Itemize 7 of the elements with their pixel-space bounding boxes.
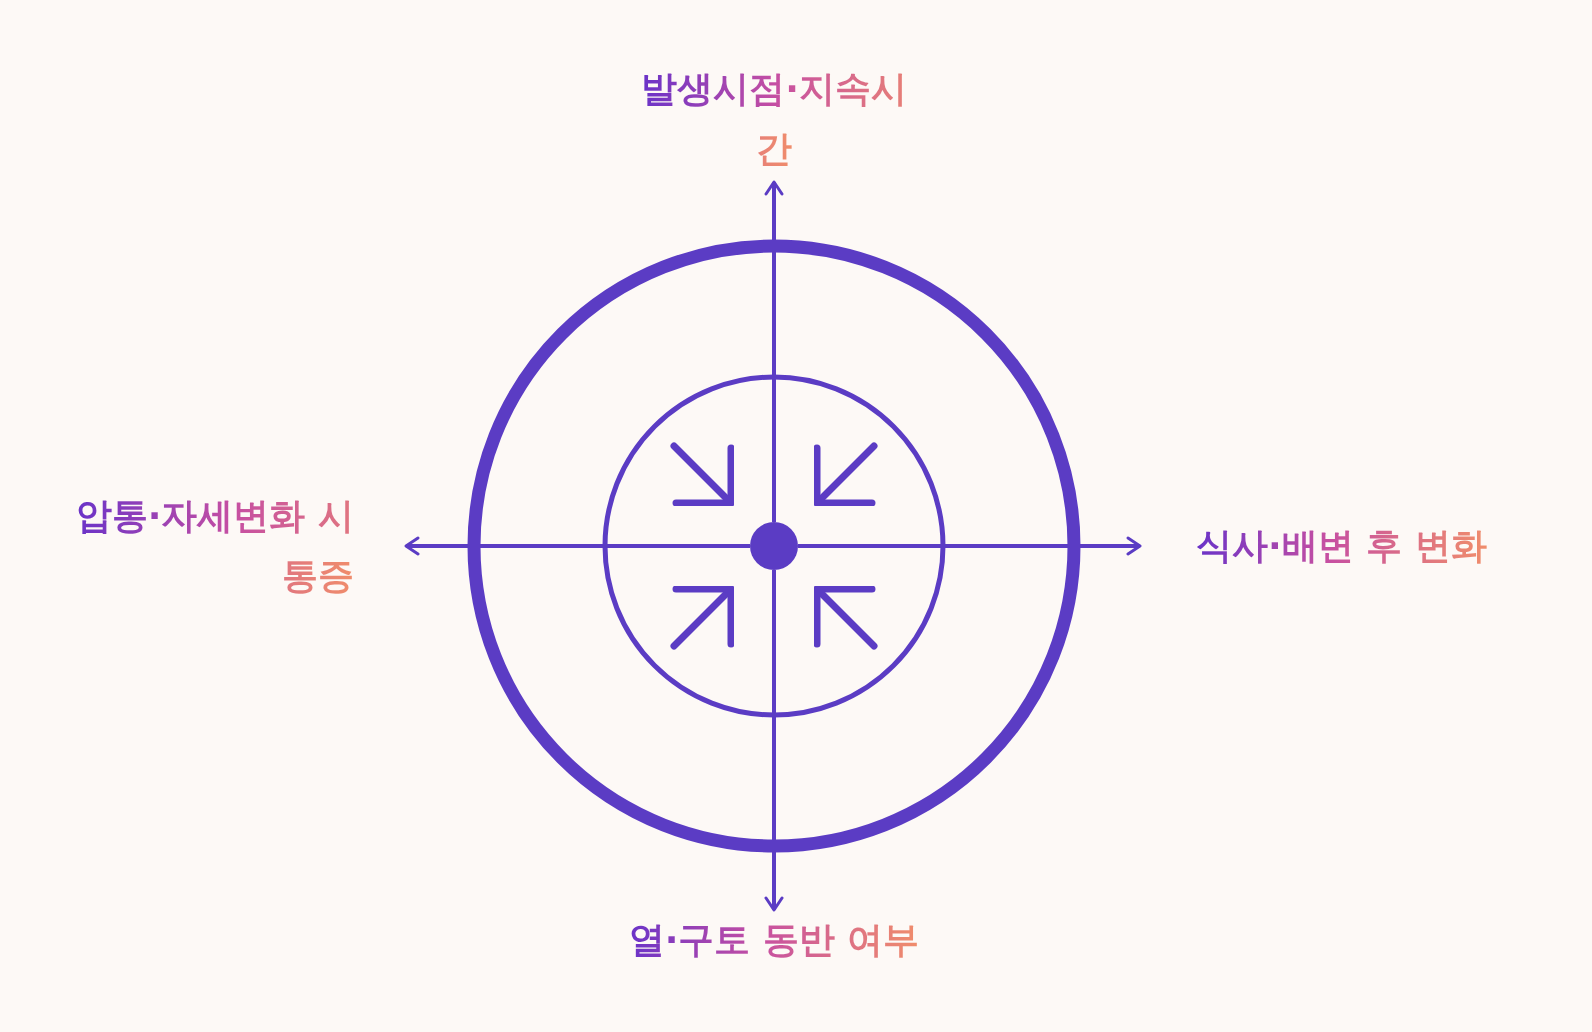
axis-arrow [764,570,784,912]
axis-label: 식사·배변 후 변화 [1140,516,1560,576]
axis-arrow [764,180,784,522]
axis-arrow [798,536,1142,556]
axis-label: 열·구토 동반 여부 [574,910,974,970]
axis-arrow [404,536,750,556]
center-dot [750,522,798,570]
